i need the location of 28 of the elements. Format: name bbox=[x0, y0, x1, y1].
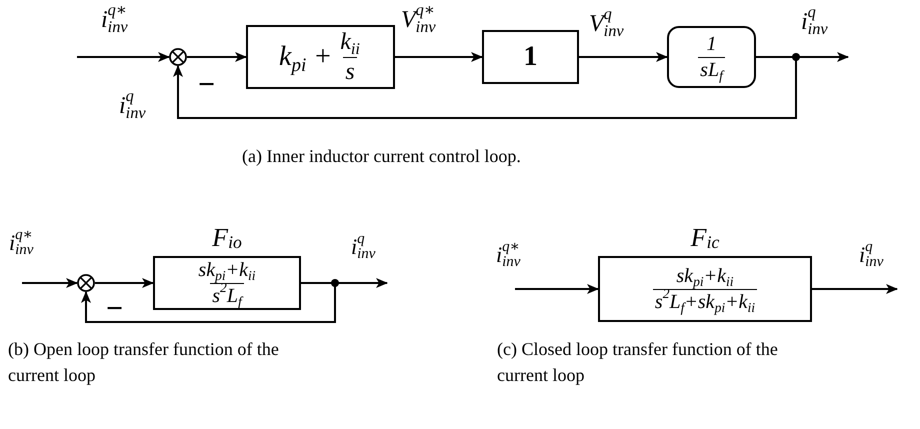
signal-arrow bbox=[187, 52, 247, 62]
summing-junction bbox=[77, 274, 95, 292]
signal-arrow bbox=[173, 56, 797, 119]
figure-caption: (c) Closed loop transfer function of the current loop bbox=[497, 338, 779, 388]
figure-caption: (a) Inner inductor current control loop. bbox=[242, 145, 521, 168]
fraction-numerator: 1 bbox=[706, 33, 718, 57]
signal-arrow bbox=[515, 284, 599, 294]
signal-arrow bbox=[95, 278, 154, 288]
summing-junction bbox=[169, 48, 187, 66]
signal-arrow bbox=[395, 52, 483, 62]
transfer-function-name: F$_{io}$ bbox=[212, 222, 242, 254]
signal-arrow bbox=[812, 284, 898, 294]
fraction-numerator: sk$_{pi}$+k$_{ii}$ bbox=[197, 259, 257, 283]
gain-block bbox=[482, 30, 579, 84]
minus-sign: − bbox=[198, 70, 216, 100]
transfer-function-name: F$_{ic}$ bbox=[690, 222, 720, 254]
controller-block bbox=[246, 25, 395, 89]
figure-caption: (b) Open loop transfer function of the current loop bbox=[8, 338, 280, 388]
signal-arrow bbox=[22, 278, 78, 288]
plant-block bbox=[667, 26, 756, 88]
gain-value: 1 bbox=[524, 43, 538, 71]
fraction-denominator: s bbox=[343, 57, 357, 86]
fraction-denominator: sL$_{f}$ bbox=[698, 57, 725, 81]
fraction-numerator: sk$_{pi}$+k$_{ii}$ bbox=[675, 265, 735, 289]
signal-arrow bbox=[77, 52, 170, 62]
minus-sign: − bbox=[106, 294, 124, 324]
fraction-numerator: k$_{ii}$ bbox=[339, 28, 361, 57]
signal-arrow bbox=[579, 52, 668, 62]
